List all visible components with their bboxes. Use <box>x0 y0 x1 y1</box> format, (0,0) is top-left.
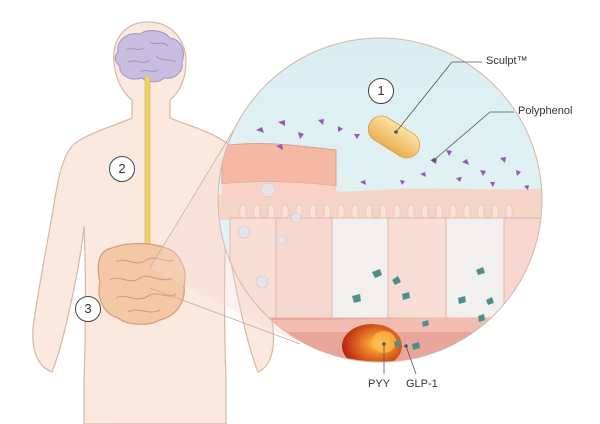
marker-3: 3 <box>75 296 101 322</box>
glp1-label: GLP-1 <box>406 378 438 390</box>
polyphenol-particles <box>256 119 529 190</box>
brain <box>114 30 184 83</box>
zoom-circle <box>218 38 542 362</box>
pyy-cell <box>342 324 402 362</box>
zoom-circle-outline <box>217 37 543 363</box>
pyy-label: PYY <box>368 378 391 390</box>
marker-2: 2 <box>109 156 135 182</box>
glp1-molecules <box>352 267 494 350</box>
spinal-cord <box>144 75 151 255</box>
leader-lines <box>383 61 514 375</box>
marker-1: 1 <box>368 78 394 104</box>
polyphenol-label: Polyphenol <box>518 105 573 117</box>
sculpt-label: Sculpt™ <box>486 55 528 67</box>
intestines <box>97 242 186 325</box>
